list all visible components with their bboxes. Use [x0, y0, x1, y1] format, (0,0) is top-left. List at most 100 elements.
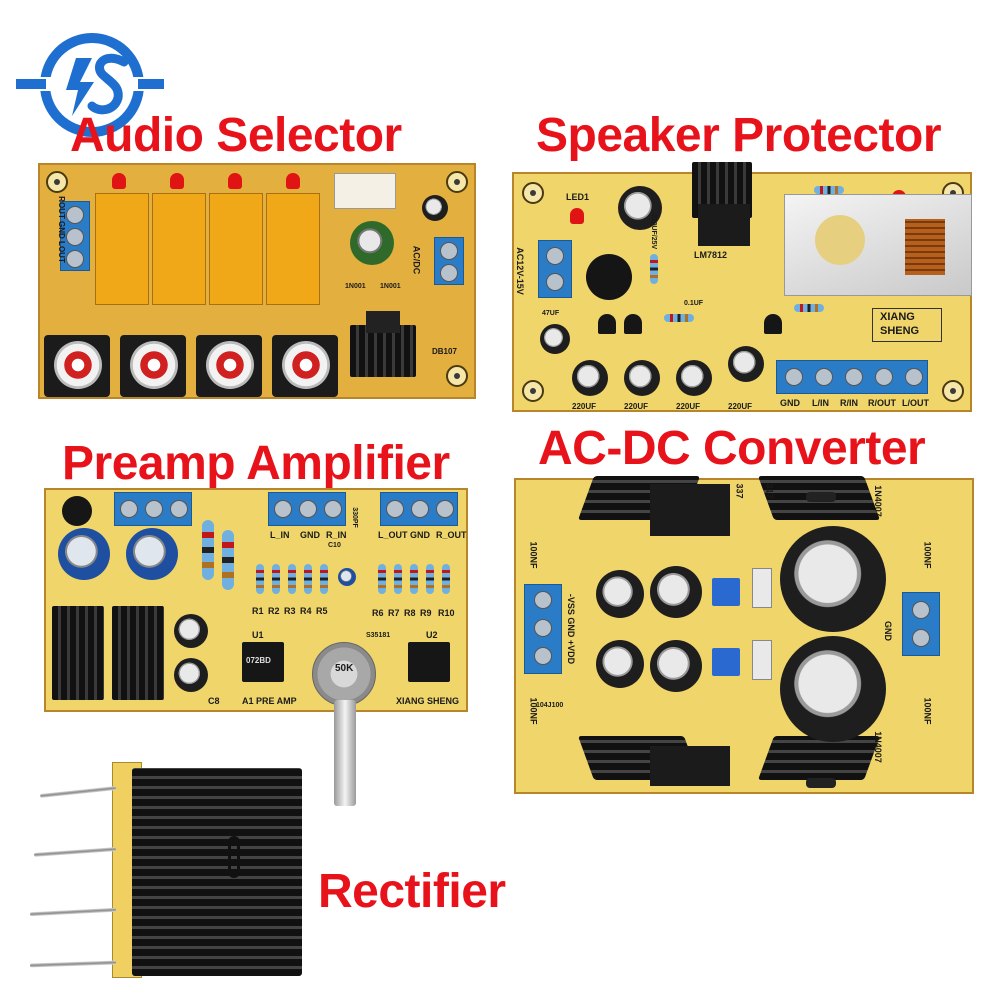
- mount-hole: [446, 171, 468, 193]
- led: [228, 173, 242, 189]
- big-capacitor: [780, 526, 886, 632]
- silk-led: LED1: [566, 192, 590, 202]
- potentiometer-shaft: [334, 700, 356, 806]
- silk-regulator: 337: [734, 483, 745, 499]
- transistor: [598, 314, 616, 334]
- silk-cap: 220UF: [572, 402, 597, 411]
- silk-diode: 1N001: [380, 283, 401, 290]
- silk-terminal-label: L/IN: [812, 398, 829, 408]
- title-audio-selector: Audio Selector: [70, 109, 402, 162]
- silk-output: GND: [410, 530, 430, 540]
- rca-jack: [272, 335, 338, 397]
- brand-logo: [14, 20, 164, 150]
- capacitor: [650, 640, 702, 692]
- silk-board-name: A1 PRE AMP: [242, 696, 297, 706]
- silk-cap: 220UF: [624, 402, 649, 411]
- rectifier-pin: [29, 907, 117, 917]
- silk-part-code: S35181: [366, 632, 391, 639]
- silk-brand: XIANG SHENG: [396, 696, 460, 706]
- capacitor: [596, 570, 644, 618]
- mount-hole: [522, 182, 544, 204]
- silk-100nf: 100NF: [922, 541, 933, 569]
- silk-terminal-label: GND: [780, 398, 800, 408]
- silk-output: L_OUT: [378, 530, 408, 540]
- resistor: [442, 564, 450, 594]
- rectifier-pin: [29, 960, 117, 968]
- mount-hole: [446, 365, 468, 387]
- relay: [209, 193, 263, 305]
- silk-terminal-label: R/IN: [840, 398, 858, 408]
- rca-jack: [196, 335, 262, 397]
- led: [170, 173, 184, 189]
- led: [570, 208, 584, 224]
- silk-left-terminal: ROUT GND LOUT: [56, 196, 66, 263]
- connector-header: [334, 173, 396, 209]
- silk-cap-330: 330PF: [350, 507, 358, 528]
- power-terminal: [538, 240, 572, 298]
- trimmer: [712, 648, 740, 676]
- output-terminal: [524, 584, 562, 674]
- input-terminal: [268, 492, 346, 526]
- silk-cap: 220UF: [728, 402, 753, 411]
- silk-diode: 1N001: [345, 283, 366, 290]
- big-capacitor: [780, 636, 886, 742]
- led: [112, 173, 126, 189]
- regulator: [650, 746, 730, 786]
- silk-cap-small: 47UF: [542, 310, 560, 317]
- input-terminal: [114, 492, 192, 526]
- silk-diode: 1N4007: [872, 485, 883, 517]
- silk-power-input: AC12V-15V: [514, 247, 525, 295]
- silk-brand: SHENG: [880, 325, 920, 337]
- resistor: [320, 564, 328, 594]
- brand-logo-icon: [14, 33, 164, 137]
- capacitor: [618, 186, 662, 230]
- capacitor: [596, 640, 644, 688]
- led: [286, 173, 300, 189]
- rectifier-module: [112, 762, 302, 980]
- inductor: [586, 254, 632, 300]
- silk-res-label: R9: [420, 608, 432, 618]
- ac-dc-terminal: [434, 237, 464, 285]
- speaker-terminal: [776, 360, 928, 394]
- title-speaker-protector: Speaker Protector: [536, 109, 942, 162]
- resistor: [256, 564, 264, 594]
- output-terminal: [380, 492, 458, 526]
- silk-100nf: 100NF: [922, 697, 933, 725]
- silk-bridge: DB107: [432, 347, 457, 356]
- resistor: [794, 304, 824, 312]
- silk-regulator: 317: [764, 483, 775, 499]
- mount-hole: [942, 380, 964, 402]
- heatsink: [350, 325, 416, 377]
- rca-jack: [120, 335, 186, 397]
- capacitor: [540, 324, 570, 354]
- regulator: [698, 204, 750, 246]
- silk-chip-label: U1: [252, 630, 264, 640]
- capacitor: [174, 658, 208, 692]
- heatsink: [112, 606, 164, 700]
- input-terminal: [902, 592, 940, 656]
- silk-chip-label: U2: [426, 630, 438, 640]
- silk-input: GND: [300, 530, 320, 540]
- transistor: [62, 496, 92, 526]
- op-amp-chip: [242, 642, 284, 682]
- op-amp-chip: [408, 642, 450, 682]
- resistor: [814, 186, 844, 194]
- relay: [266, 193, 320, 305]
- resistor: [272, 564, 280, 594]
- mount-hole: [522, 380, 544, 402]
- resistor: [426, 564, 434, 594]
- mount-hole: [46, 171, 68, 193]
- rectifier-pin: [33, 847, 117, 857]
- silk-chip-code: 072BD: [246, 656, 271, 665]
- resistor: [378, 564, 386, 594]
- title-ac-dc-converter: AC-DC Converter: [538, 422, 926, 475]
- capacitor: [350, 221, 394, 265]
- rectifier-clip: [228, 836, 240, 878]
- resistor: [202, 520, 214, 580]
- silk-input-terminal: GND: [883, 621, 893, 641]
- silk-cap-c8: C8: [208, 696, 220, 706]
- preamp-board: C8 L_IN GND R_IN L_OUT GND R_OUT C10 330…: [44, 488, 468, 712]
- rectifier-pin: [39, 786, 117, 798]
- silk-output-terminal: -VSS GND +VDD: [566, 593, 577, 665]
- diode: [806, 778, 836, 788]
